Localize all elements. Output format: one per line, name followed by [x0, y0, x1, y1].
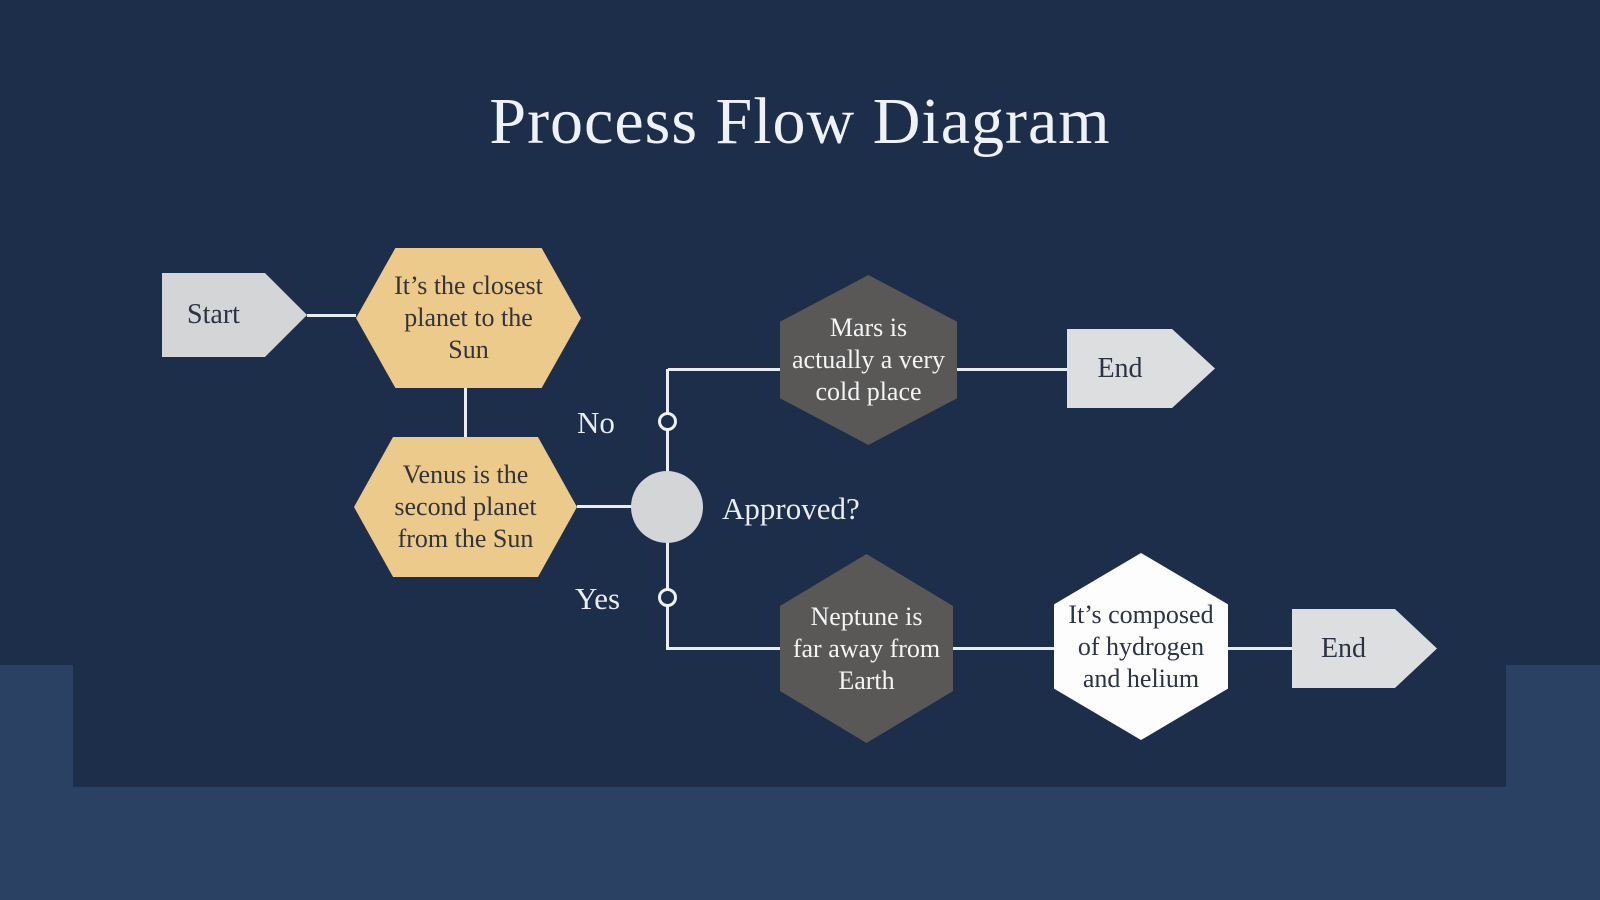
composition-text: It’s composed of hydrogen and helium	[1068, 599, 1214, 693]
no-branch-connector-dot	[658, 412, 677, 431]
connector-neptune-to-composition	[953, 647, 1054, 650]
page-title: Process Flow Diagram	[489, 85, 1111, 158]
start-label: Start	[187, 299, 240, 330]
branch-hexagon-mars: Mars is actually a very cold place	[780, 275, 957, 445]
decision-question-label: Approved?	[722, 491, 860, 526]
connector-start-to-mercury	[307, 314, 356, 317]
end-no-label: End	[1097, 352, 1143, 384]
end-terminal-no-branch: End	[1067, 329, 1215, 408]
connector-composition-to-end	[1228, 647, 1292, 650]
mars-text: Mars is actually a very cold place	[791, 313, 946, 406]
yes-branch-label: Yes	[575, 581, 621, 616]
process-hexagon-mercury: It’s the closest planet to the Sun	[356, 248, 581, 388]
connector-mercury-to-venus	[464, 388, 467, 438]
start-terminal: Start	[162, 273, 307, 357]
venus-text: Venus is the second planet from the Sun	[394, 460, 537, 553]
yes-branch-connector-dot	[658, 588, 677, 607]
mercury-text: It’s the closest planet to the Sun	[394, 271, 543, 364]
connector-venus-to-decision	[577, 505, 633, 508]
neptune-text: Neptune is far away from Earth	[792, 601, 941, 695]
connector-yes-to-neptune	[668, 647, 780, 650]
end-yes-label: End	[1320, 632, 1367, 664]
connector-mars-to-end	[957, 368, 1067, 371]
no-branch-label: No	[577, 405, 615, 440]
decision-circle	[631, 471, 703, 543]
process-hexagon-venus: Venus is the second planet from the Sun	[354, 437, 577, 577]
connector-no-to-mars	[668, 368, 780, 371]
